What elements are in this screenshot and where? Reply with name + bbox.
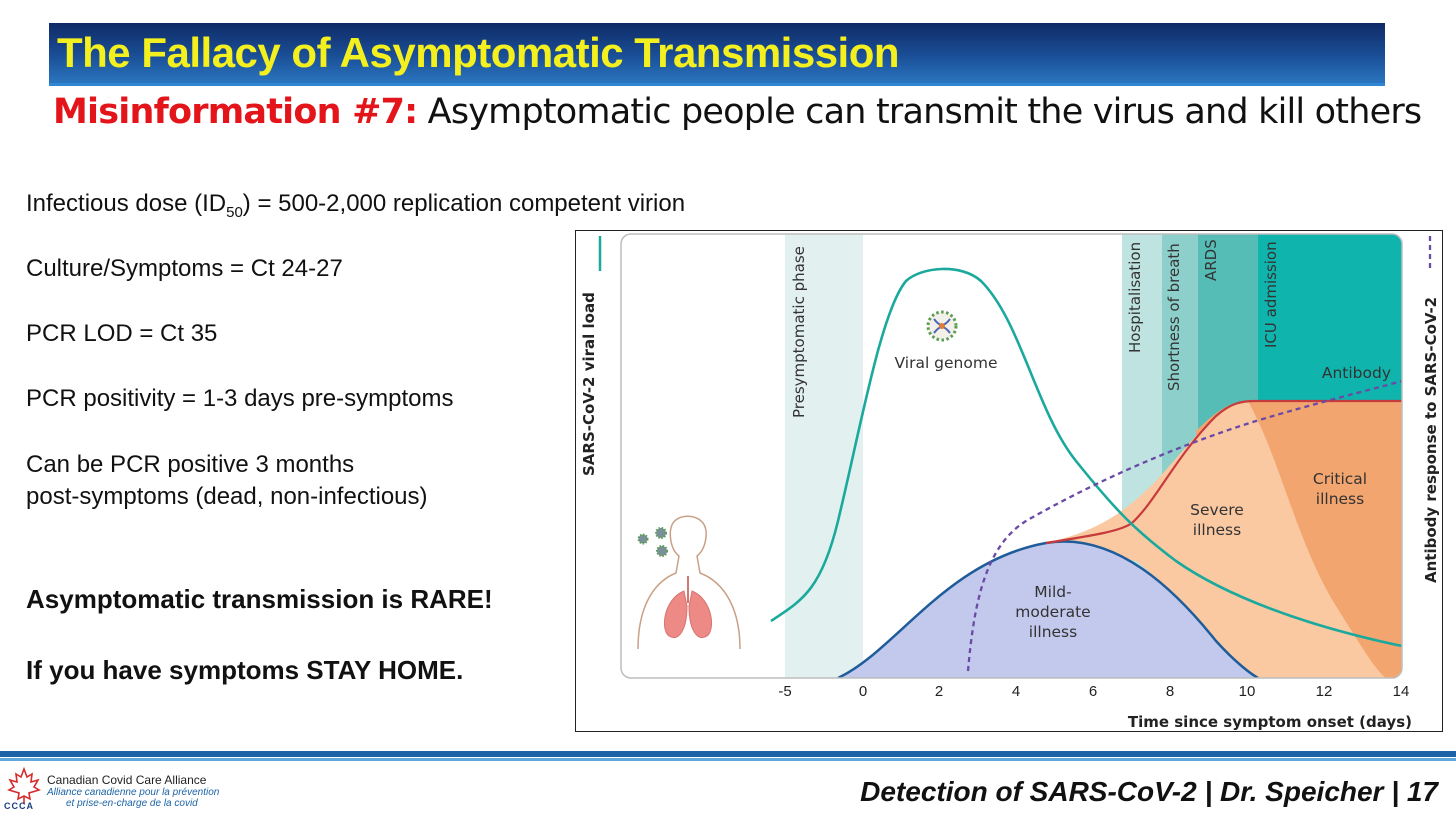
slide-title: The Fallacy of Asymptomatic Transmission <box>57 29 900 76</box>
antibody-label: Antibody <box>1322 364 1391 382</box>
viral-load-curve <box>770 267 1402 648</box>
virus-particles-icon <box>637 527 668 557</box>
covid-timeline-diagram: Viral genome Antibody Mild- moderate ill… <box>575 230 1443 732</box>
icu-label: ICU admission <box>1262 241 1280 348</box>
x-tick-9: 14 <box>1393 683 1410 700</box>
infectious-dose-text: Infectious dose (ID <box>26 190 227 217</box>
x-tick-5: 6 <box>1089 683 1097 700</box>
hospitalisation-label: Hospitalisation <box>1126 242 1144 353</box>
presymptomatic-band <box>785 234 863 678</box>
ccca-logo: Canadian Covid Care Alliance Alliance ca… <box>4 766 234 816</box>
mild-label-line-3: illness <box>1029 623 1077 641</box>
ards-label: ARDS <box>1202 239 1220 281</box>
x-tick-6: 8 <box>1166 683 1174 700</box>
stay-home-statement: If you have symptoms STAY HOME. <box>26 655 464 685</box>
slide-subtitle: Misinformation #7: Asymptomatic people c… <box>53 92 1422 132</box>
subtitle-rest: Asymptomatic people can transmit the vir… <box>417 92 1422 132</box>
x-axis-ticks: -5 0 2 4 6 8 10 12 14 <box>778 683 1409 700</box>
pcr-positive-line-2: post-symptoms (dead, non-infectious) <box>26 483 428 510</box>
shortness-label: Shortness of breath <box>1165 243 1183 391</box>
x-tick-2: 0 <box>859 683 867 700</box>
maple-leaf-icon <box>7 766 41 804</box>
person-lungs-icon <box>637 515 741 650</box>
org-abbr: CCCA <box>4 801 34 811</box>
left-axis-label: SARS-CoV-2 viral load <box>580 292 598 476</box>
slide-citation: Detection of SARS-CoV-2 | Dr. Speicher |… <box>860 776 1438 807</box>
org-french-line-2: et prise-en-charge de la covid <box>66 798 198 809</box>
subtitle-lead: Misinformation #7: <box>53 92 418 132</box>
pcr-positivity-line: PCR positivity = 1-3 days pre-symptoms <box>26 385 454 412</box>
critical-label-line-1: Critical <box>1313 470 1367 488</box>
x-axis-title: Time since symptom onset (days) <box>1128 713 1412 731</box>
presymptomatic-label: Presymptomatic phase <box>790 246 808 418</box>
severe-illness-area <box>1046 401 1386 678</box>
x-tick-1: -5 <box>778 683 791 700</box>
mild-moderate-outline <box>837 540 1259 678</box>
rare-statement: Asymptomatic transmission is RARE! <box>26 584 493 614</box>
x-tick-4: 4 <box>1012 683 1020 700</box>
critical-label-line-2: illness <box>1316 490 1364 508</box>
mild-label-line-1: Mild- <box>1034 583 1071 601</box>
x-tick-3: 2 <box>935 683 943 700</box>
footer-stripe <box>0 751 1456 757</box>
infectious-dose-value: ) = 500-2,000 replication competent viri… <box>242 190 686 217</box>
infectious-dose-line: Infectious dose (ID50) = 500-2,000 repli… <box>26 188 685 229</box>
severe-outline <box>1045 399 1402 545</box>
viral-genome-icon <box>926 310 958 342</box>
x-tick-7: 10 <box>1239 683 1256 700</box>
right-axis-label: Antibody response to SARS-CoV-2 <box>1422 297 1440 583</box>
culture-line: Culture/Symptoms = Ct 24-27 <box>26 255 343 282</box>
org-french-line-1: Alliance canadienne pour la prévention <box>47 787 220 798</box>
pcr-lod-line: PCR LOD = Ct 35 <box>26 320 218 347</box>
antibody-curve <box>966 379 1402 672</box>
mild-moderate-area <box>838 541 1258 678</box>
infectious-dose-subscript: 50 <box>226 203 243 221</box>
x-tick-8: 12 <box>1316 683 1333 700</box>
footer-stripe-light <box>0 758 1456 761</box>
title-bar: The Fallacy of Asymptomatic Transmission <box>49 23 1385 86</box>
pcr-positive-line-1: Can be PCR positive 3 months <box>26 451 355 478</box>
diagram-canvas: Viral genome Antibody Mild- moderate ill… <box>580 233 1440 731</box>
mild-label-line-2: moderate <box>1015 603 1090 621</box>
severe-label-line-1: Severe <box>1190 501 1244 519</box>
org-name: Canadian Covid Care Alliance <box>47 773 207 787</box>
viral-genome-label: Viral genome <box>895 354 998 372</box>
severe-label-line-2: illness <box>1193 521 1241 539</box>
